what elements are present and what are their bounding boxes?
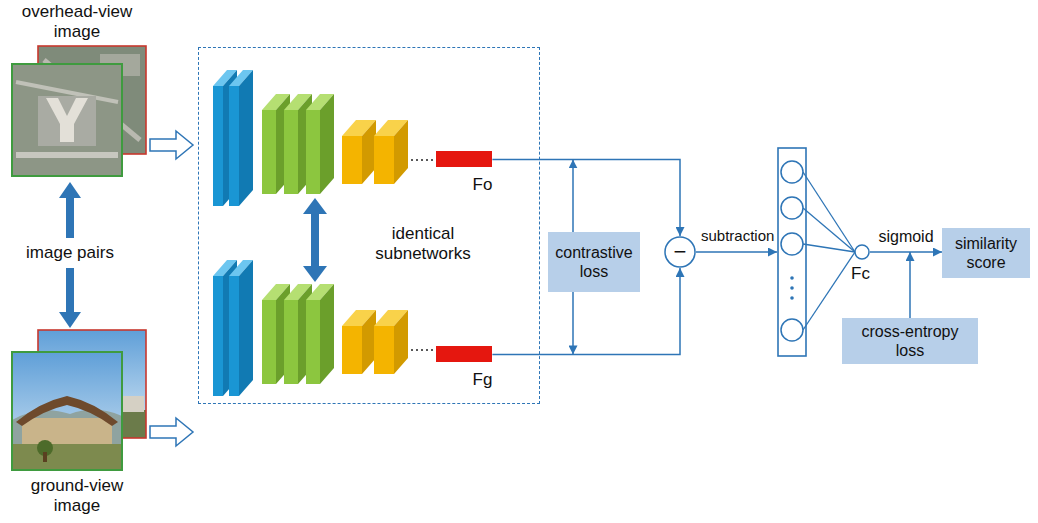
- output-box: similarity score: [942, 228, 1030, 278]
- conv-layer: [394, 120, 408, 184]
- feature-bar: [436, 151, 492, 167]
- connector: [572, 159, 574, 232]
- node-text: identical subnetworks: [367, 224, 479, 264]
- terminal-building: [46, 98, 88, 142]
- conv-layer: [342, 136, 362, 184]
- apron: [38, 96, 96, 146]
- node-text: ground-view image: [12, 476, 142, 516]
- subnetwork-group: identical subnetworks FoFg: [198, 47, 540, 404]
- weight-line: [803, 172, 855, 252]
- conv-layer: [262, 110, 276, 194]
- ellipsis-dot: [790, 296, 794, 300]
- conv-layer: [306, 110, 320, 194]
- building-facade: [22, 418, 112, 444]
- aerial-photo: [12, 64, 122, 176]
- loss-box: contrastive loss: [548, 232, 640, 292]
- group-label: image pairs: [25, 243, 115, 263]
- ground: [12, 444, 122, 470]
- operator-circle: −: [664, 236, 696, 268]
- ellipsis-dot: [790, 286, 794, 290]
- image-panel: ground-view image: [5, 328, 150, 520]
- connector: [492, 159, 680, 236]
- input-arrow: [150, 131, 193, 159]
- neuron: [781, 197, 803, 219]
- conv-layer: [213, 86, 223, 206]
- node-text: contrastive loss: [554, 243, 634, 281]
- weight-line: [803, 244, 855, 252]
- fc-layer: [778, 148, 806, 356]
- connector: [572, 292, 574, 354]
- connector: [870, 251, 942, 253]
- cnn-subnetwork: [213, 70, 435, 206]
- output-neuron: Fc: [850, 244, 874, 286]
- node-text: −: [674, 241, 687, 263]
- pair-arrow: [59, 268, 81, 328]
- photo-frame: [38, 46, 146, 154]
- feature-vector: Fo: [436, 149, 492, 199]
- tree-trunk: [43, 452, 47, 462]
- operation-label: subtraction: [700, 227, 775, 244]
- node-text: overhead-view image: [12, 2, 142, 42]
- input-arrow: [150, 418, 193, 446]
- conv-layer: [374, 136, 394, 184]
- conv-layer: [229, 86, 239, 206]
- circle-outline: [854, 244, 870, 260]
- flow-arrow: [696, 251, 777, 253]
- pair-arrow: [59, 182, 81, 238]
- ellipsis-dot: [790, 276, 794, 280]
- ground-photo: [12, 352, 122, 470]
- photo-frame: [12, 352, 122, 470]
- conv-layer: [239, 70, 253, 206]
- conv-layer: [362, 120, 376, 184]
- image-panel: overhead-view image: [5, 0, 150, 180]
- conv-layer: [284, 110, 298, 194]
- shared-weights-arrow: [303, 198, 327, 282]
- neuron: [781, 233, 803, 255]
- node-text: similarity score: [948, 234, 1024, 272]
- weight-line: [803, 208, 855, 252]
- feature-bar: [436, 346, 492, 362]
- edge-label: sigmoid: [877, 228, 934, 246]
- cnn-subnetwork: [213, 260, 435, 396]
- neuron: [781, 161, 803, 183]
- node-text: Fc: [851, 264, 870, 284]
- runway: [16, 152, 118, 158]
- building-roof: [16, 396, 118, 426]
- conv-layer: [320, 94, 334, 194]
- node-text: Fo: [473, 175, 493, 195]
- node-text: cross-entropy loss: [848, 322, 972, 360]
- photo-frame: [12, 64, 122, 176]
- connector: [909, 252, 911, 318]
- circle-outline: [855, 245, 869, 259]
- neuron: [781, 319, 803, 341]
- circle-outline: [665, 237, 695, 267]
- loss-box: cross-entropy loss: [842, 318, 978, 364]
- feature-vector: Fg: [436, 344, 492, 394]
- aerial-photo: [38, 46, 146, 154]
- node-text: Fg: [473, 370, 493, 390]
- dotted-link: [411, 159, 435, 161]
